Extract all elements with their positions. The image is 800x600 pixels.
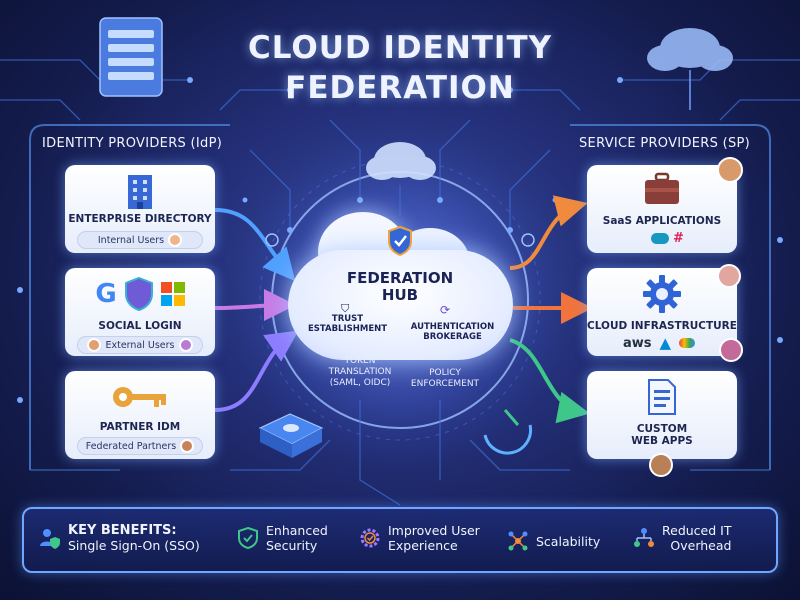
gear-icon xyxy=(643,275,681,313)
pill-label: External Users xyxy=(105,339,175,351)
azure-logo-icon: ▲ xyxy=(659,334,672,352)
sp-section-label: SERVICE PROVIDERS (SP) xyxy=(579,136,751,151)
card-title: CUSTOM WEB APPS xyxy=(587,423,737,447)
card-title: SaaS APPLICATIONS xyxy=(602,215,722,227)
user-type-pill: Internal Users xyxy=(77,231,203,249)
card-title: ENTERPRISE DIRECTORY xyxy=(68,213,212,225)
benefit-security-line-1: Enhanced xyxy=(266,523,328,538)
idp-section-label: IDENTITY PROVIDERS (IdP) xyxy=(42,136,223,151)
benefit-experience-line-2: Experience xyxy=(388,538,458,553)
title-line-2: FEDERATION xyxy=(285,70,515,106)
benefit-security-line-2: Security xyxy=(266,538,318,553)
user-avatar-icon xyxy=(87,338,102,352)
idp-card-social-login: G SOCIAL LOGIN External Users xyxy=(65,268,215,356)
saas-logos: # xyxy=(651,231,684,246)
benefit-overhead-line-1: Reduced IT xyxy=(662,523,732,538)
user-shield-icon xyxy=(40,529,60,549)
benefit-overhead: Reduced IT Overhead xyxy=(632,523,731,553)
briefcase-icon xyxy=(645,172,679,204)
user-avatar-icon xyxy=(649,453,673,477)
google-logo-icon: G xyxy=(95,279,117,309)
hub-title-line-1: FEDERATION xyxy=(346,269,454,287)
gcp-logo-icon xyxy=(679,338,696,348)
shield-icon xyxy=(124,276,153,312)
aws-logo-icon: aws xyxy=(623,335,652,351)
slack-logo-icon: # xyxy=(673,231,684,246)
key-benefits-bar: KEY BENEFITS: Single Sign-On (SSO) Enhan… xyxy=(22,507,778,573)
card-title: CLOUD INFRASTRUCTURE xyxy=(587,320,737,332)
pill-label: Federated Partners xyxy=(85,440,177,452)
token-translation-label: TOKEN TRANSLATION (SAML, OIDC) xyxy=(315,356,405,389)
benefit-experience-line-1: Improved User xyxy=(388,523,480,538)
benefit-overhead-line-2: Overhead xyxy=(670,538,732,553)
card-title-line-2: WEB APPS xyxy=(631,435,693,447)
user-avatar-icon xyxy=(719,338,743,362)
building-icon xyxy=(128,175,152,209)
card-title: PARTNER IDM xyxy=(99,421,181,433)
sync-arrows-icon: ⟳ xyxy=(440,303,451,317)
card-title: SOCIAL LOGIN xyxy=(98,320,182,332)
user-avatar-icon xyxy=(168,233,183,247)
policy-line-1: POLICY xyxy=(429,368,461,378)
benefit-experience: Improved User Experience xyxy=(358,523,480,553)
shield-check-icon xyxy=(238,526,258,550)
authentication-brokerage-label: AUTHENTICATION BROKERAGE xyxy=(400,322,505,342)
benefit-scalability: Scalability xyxy=(506,529,600,553)
trust-shield-icon: ⛉ xyxy=(341,302,350,315)
token-line-1: TOKEN xyxy=(344,356,376,366)
key-icon xyxy=(113,387,166,407)
hub-shield-icon xyxy=(388,225,412,257)
trust-line-2: ESTABLISHMENT xyxy=(307,324,388,334)
hub-title-line-2: HUB xyxy=(381,286,419,304)
benefit-sso: KEY BENEFITS: Single Sign-On (SSO) xyxy=(38,523,200,553)
idp-card-enterprise-directory: ENTERPRISE DIRECTORY Internal Users xyxy=(65,165,215,253)
benefit-sso-label: Single Sign-On (SSO) xyxy=(68,538,200,553)
sp-card-saas-applications: SaaS APPLICATIONS # xyxy=(587,157,743,253)
token-line-3: (SAML, OIDC) xyxy=(329,378,391,388)
policy-enforcement-label: POLICY ENFORCEMENT xyxy=(400,368,490,390)
org-chart-icon xyxy=(634,528,654,547)
user-avatar-icon xyxy=(717,157,743,183)
user-type-pill: Federated Partners xyxy=(77,437,203,455)
sp-card-cloud-infrastructure: CLOUD INFRASTRUCTURE aws ▲ xyxy=(587,264,743,362)
benefits-heading: KEY BENEFITS: xyxy=(68,523,177,538)
title-line-1: CLOUD IDENTITY xyxy=(247,30,553,66)
sp-card-custom-web-apps: CUSTOM WEB APPS xyxy=(587,371,737,477)
trust-line-1: TRUST xyxy=(331,314,364,324)
auth-line-1: AUTHENTICATION xyxy=(410,322,495,332)
user-avatar-icon xyxy=(178,338,193,352)
page-title: CLOUD IDENTITY FEDERATION xyxy=(200,28,600,108)
user-avatar-icon xyxy=(717,264,741,288)
user-avatar-icon xyxy=(180,439,195,453)
card-title-line-1: CUSTOM xyxy=(636,423,688,435)
pill-label: Internal Users xyxy=(97,234,165,246)
benefit-scalability-label: Scalability xyxy=(536,533,601,549)
idp-card-partner-idm: PARTNER IDM Federated Partners xyxy=(65,371,215,459)
policy-line-2: ENFORCEMENT xyxy=(410,379,480,389)
auth-line-2: BROKERAGE xyxy=(423,332,482,342)
network-nodes-icon xyxy=(508,531,528,551)
gear-check-icon xyxy=(360,528,380,548)
hub-title: FEDERATION HUB xyxy=(300,270,500,304)
trust-establishment-label: TRUST ESTABLISHMENT xyxy=(300,314,395,334)
microsoft-logo-icon xyxy=(160,282,185,306)
user-type-pill: External Users xyxy=(77,336,203,354)
document-icon xyxy=(648,379,676,415)
benefit-security: Enhanced Security xyxy=(236,523,328,553)
salesforce-logo-icon xyxy=(651,233,669,244)
cloud-provider-logos: aws ▲ xyxy=(623,334,696,352)
token-line-2: TRANSLATION xyxy=(328,367,392,377)
federation-hub-cloud xyxy=(288,250,513,360)
